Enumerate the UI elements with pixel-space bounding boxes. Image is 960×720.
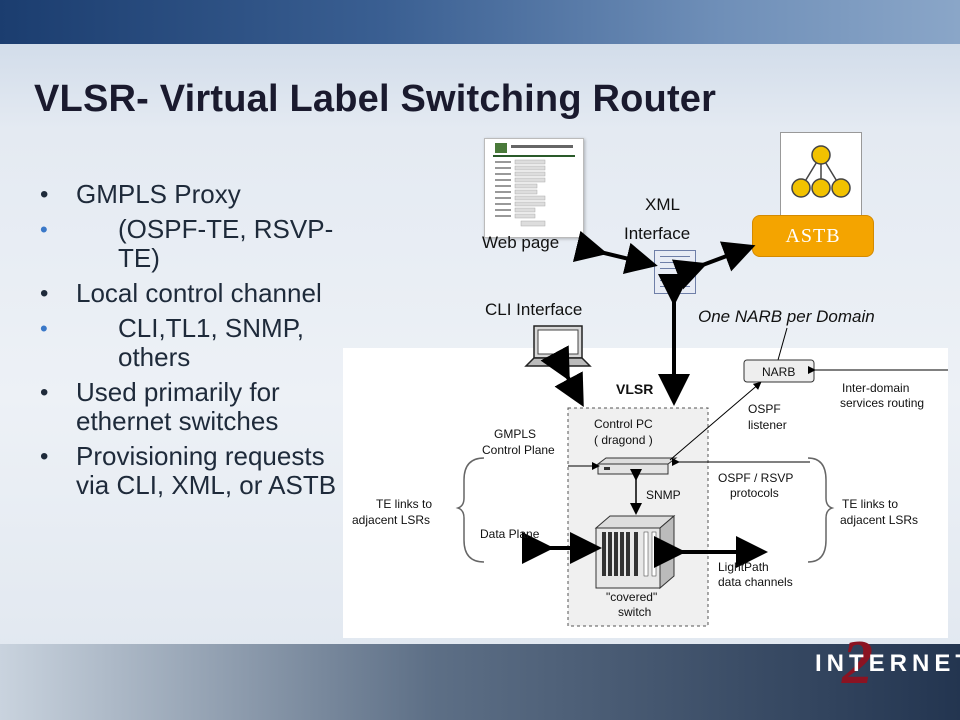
- gmpls-label-2: Control Plane: [482, 443, 555, 457]
- bullet-list: • GMPLS Proxy • (OSPF-TE, RSVP-TE) • Local …: [40, 180, 340, 506]
- astb-label: ASTB: [752, 215, 874, 257]
- web-page-label: Web page: [482, 233, 560, 252]
- bullet-item: • CLI,TL1, SNMP, others: [40, 314, 340, 372]
- top-banner: [0, 0, 960, 44]
- bullet-dot-icon: •: [40, 181, 49, 208]
- bullet-text: GMPLS Proxy: [76, 179, 241, 209]
- narb-label: NARB: [762, 365, 796, 379]
- slide-title: VLSR- Virtual Label Switching Router: [34, 78, 717, 120]
- ospf-rsvp-label-1: OSPF / RSVP: [718, 471, 794, 485]
- footer-band: [0, 644, 960, 720]
- web-page-thumbnail: [484, 138, 584, 238]
- internet2-logo: INTERNET®: [815, 650, 960, 678]
- ospf-listener-line: [669, 381, 762, 461]
- logo-text: INTERNET: [815, 650, 960, 677]
- bullet-text: Provisioning requests via CLI, XML, or A…: [76, 441, 337, 500]
- bullet-item: • (OSPF-TE, RSVP-TE): [40, 215, 340, 273]
- ospf-listener-label-1: OSPF: [748, 402, 781, 416]
- cli-to-vlsr-arrow: [540, 345, 584, 408]
- narb-pointer-line: [777, 327, 788, 361]
- internet2-mark-icon: 2: [842, 629, 873, 697]
- bullet-dot-icon: •: [40, 379, 49, 406]
- ospf-rsvp-label-2: protocols: [730, 486, 779, 500]
- bullet-dot-icon: •: [40, 443, 49, 470]
- bullet-text: CLI,TL1, SNMP, others: [118, 313, 304, 372]
- bullet-item: • Local control channel: [40, 279, 340, 308]
- lightpath-label-2: data channels: [718, 575, 793, 589]
- bullet-item: • Used primarily for ethernet switches: [40, 378, 340, 436]
- xml-label-line1: XML: [645, 195, 680, 214]
- gmpls-label-1: GMPLS: [494, 427, 537, 441]
- te-right-label-1: TE links to: [842, 497, 899, 511]
- control-pc-label-2: ( dragond ): [594, 433, 653, 447]
- covered-switch-icon: [594, 514, 676, 590]
- inter-domain-label-1: Inter-domain: [842, 381, 910, 395]
- inter-domain-label-2: services routing: [840, 396, 925, 410]
- bullet-dot-icon: •: [40, 280, 49, 307]
- te-left-label-1: TE links to: [376, 497, 433, 511]
- bullet-text: Local control channel: [76, 278, 322, 308]
- lightpath-label-1: LightPath: [718, 560, 769, 574]
- left-brace: [455, 457, 485, 563]
- ospf-listener-label-2: listener: [748, 418, 787, 432]
- vlsr-label: VLSR: [616, 381, 654, 397]
- bullet-item: • GMPLS Proxy: [40, 180, 340, 209]
- right-brace: [807, 457, 835, 563]
- tree-icon: [791, 145, 851, 198]
- cli-interface-label: CLI Interface: [485, 300, 583, 319]
- control-pc-icon: [596, 457, 678, 475]
- te-left-label-2: adjacent LSRs: [352, 513, 431, 527]
- snmp-label: SNMP: [646, 488, 681, 502]
- one-narb-label: One NARB per Domain: [698, 307, 875, 326]
- bullet-dot-icon: •: [40, 217, 48, 242]
- data-plane-label: Data Plane: [480, 527, 540, 541]
- bullet-text: (OSPF-TE, RSVP-TE): [118, 214, 334, 273]
- te-right-label-2: adjacent LSRs: [840, 513, 919, 527]
- xml-to-astb-arrow: [671, 241, 756, 290]
- bullet-text: Used primarily for ethernet switches: [76, 377, 280, 436]
- bullet-item: • Provisioning requests via CLI, XML, or …: [40, 442, 340, 500]
- control-pc-label-1: Control PC: [594, 417, 653, 431]
- web-form-icon: [493, 143, 575, 227]
- laptop-icon: [524, 325, 592, 367]
- covered-switch-label-2: switch: [618, 605, 652, 619]
- bullet-dot-icon: •: [40, 316, 48, 341]
- web-to-xml-arrow: [572, 230, 658, 274]
- covered-switch-label-1: "covered": [606, 590, 658, 604]
